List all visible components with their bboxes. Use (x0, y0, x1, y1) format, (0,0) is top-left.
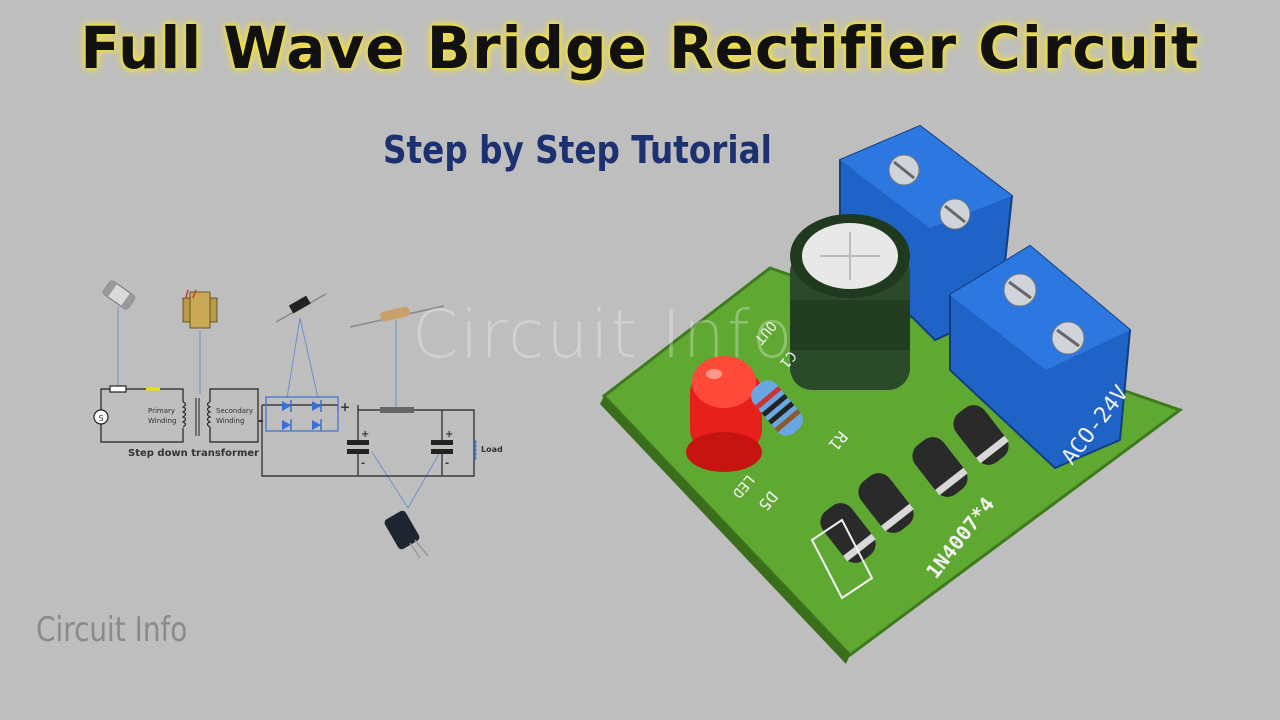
pcb-resistor (751, 380, 803, 436)
electrolytic-capacitor (790, 214, 910, 390)
capacitor-icon (384, 510, 429, 559)
secondary-label-line2: Winding (216, 417, 244, 425)
bridge-plus: + (340, 400, 350, 414)
capacitor-1 (347, 410, 369, 476)
transformer-caption: Step down transformer (128, 448, 259, 459)
page-title: Full Wave Bridge Rectifier Circuit (80, 14, 1200, 82)
cap1-minus: - (361, 458, 365, 469)
brand-text: Circuit Info (36, 610, 188, 650)
bridge-minus: - (258, 413, 264, 429)
red-led (686, 356, 762, 472)
primary-label-line1: Primary (148, 407, 175, 415)
pcb-diodes (820, 405, 1009, 563)
secondary-label-line1: Secondary (216, 407, 253, 415)
transformer-icon (182, 289, 218, 329)
watermark-text: Circuit Info (412, 296, 795, 373)
capacitor-2 (431, 410, 453, 476)
resistor-icon (349, 305, 445, 328)
cap2-plus: + (445, 429, 453, 440)
schematic-resistor (380, 407, 414, 413)
primary-label-line2: Winding (148, 417, 176, 425)
pointer-lines (117, 307, 441, 509)
fuse-icon (102, 279, 136, 311)
diode-icon (275, 293, 327, 323)
load-label: Load (481, 445, 503, 454)
cap2-minus: - (445, 458, 449, 469)
source-symbol: S (98, 414, 103, 423)
page-subtitle: Step by Step Tutorial (383, 128, 772, 172)
primary-circuit (93, 385, 187, 443)
bridge-diodes (265, 396, 339, 432)
load-coil (472, 439, 477, 461)
terminal-block-2 (949, 244, 1132, 470)
cap1-plus: + (361, 429, 369, 440)
